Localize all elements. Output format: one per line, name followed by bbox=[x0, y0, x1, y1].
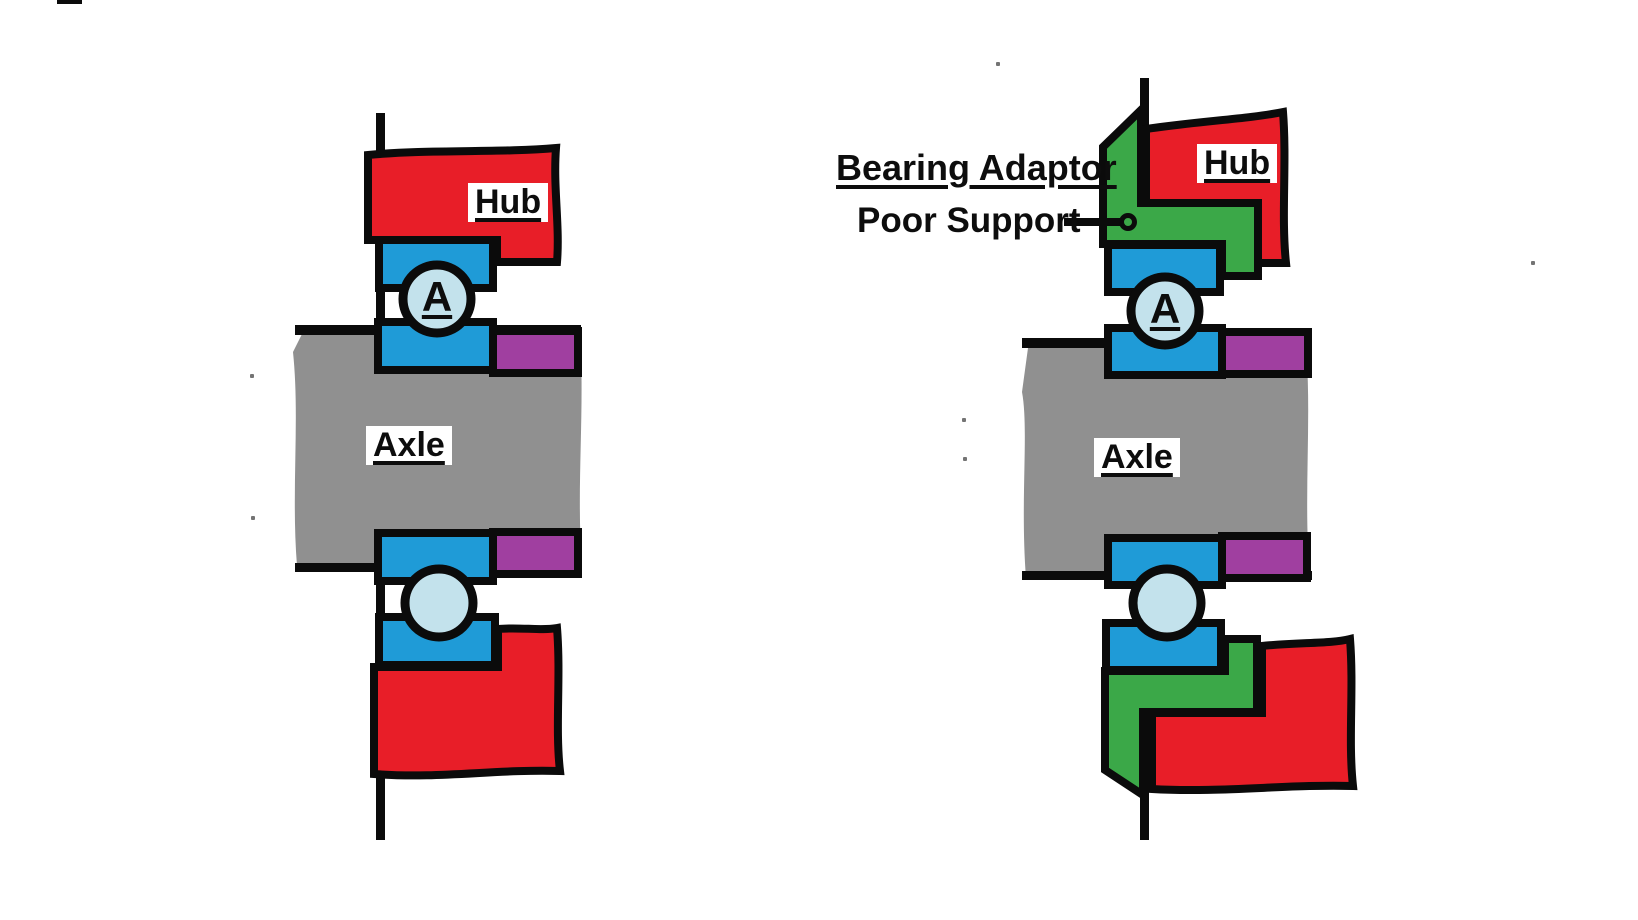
speck bbox=[962, 418, 966, 422]
poor-support-callout-circle bbox=[1119, 213, 1137, 231]
right-axle-label: Axle bbox=[1094, 438, 1180, 477]
left-bearing-ball-top bbox=[398, 260, 476, 338]
right-seal-bottom bbox=[1218, 532, 1311, 582]
right-bearing-ball-bottom bbox=[1128, 564, 1206, 642]
speck bbox=[1531, 261, 1535, 265]
right-bearing-ball-top bbox=[1126, 272, 1204, 350]
left-seal-bottom bbox=[489, 528, 582, 578]
left-hub-lower-shape bbox=[370, 623, 565, 780]
right-bearing-ball-label: A bbox=[1149, 285, 1181, 332]
left-seal-top bbox=[489, 327, 582, 377]
right-bearing-adaptor-lower-shape bbox=[1101, 635, 1261, 803]
poor-support-leader-line bbox=[1064, 218, 1120, 226]
right-hub-label: Hub bbox=[1197, 144, 1278, 183]
left-bearing-ball-label: A bbox=[421, 273, 453, 320]
left-bearing-ball-bottom bbox=[400, 564, 478, 642]
left-hub-label: Hub bbox=[468, 183, 549, 222]
speck bbox=[250, 374, 254, 378]
right-hub-lower-shape bbox=[1148, 633, 1358, 795]
speck bbox=[996, 62, 1000, 66]
speck bbox=[251, 516, 255, 520]
right-diagram bbox=[1022, 78, 1358, 840]
speck bbox=[963, 457, 967, 461]
right-seal-top bbox=[1218, 328, 1312, 378]
poor-support-label: Poor Support bbox=[857, 201, 1081, 240]
artifact-mark bbox=[57, 0, 82, 4]
bearing-adaptor-label: Bearing Adaptor bbox=[836, 147, 1117, 188]
left-axle-label: Axle bbox=[366, 426, 452, 465]
left-diagram bbox=[293, 113, 582, 840]
left-hub-upper-shape bbox=[364, 143, 562, 266]
